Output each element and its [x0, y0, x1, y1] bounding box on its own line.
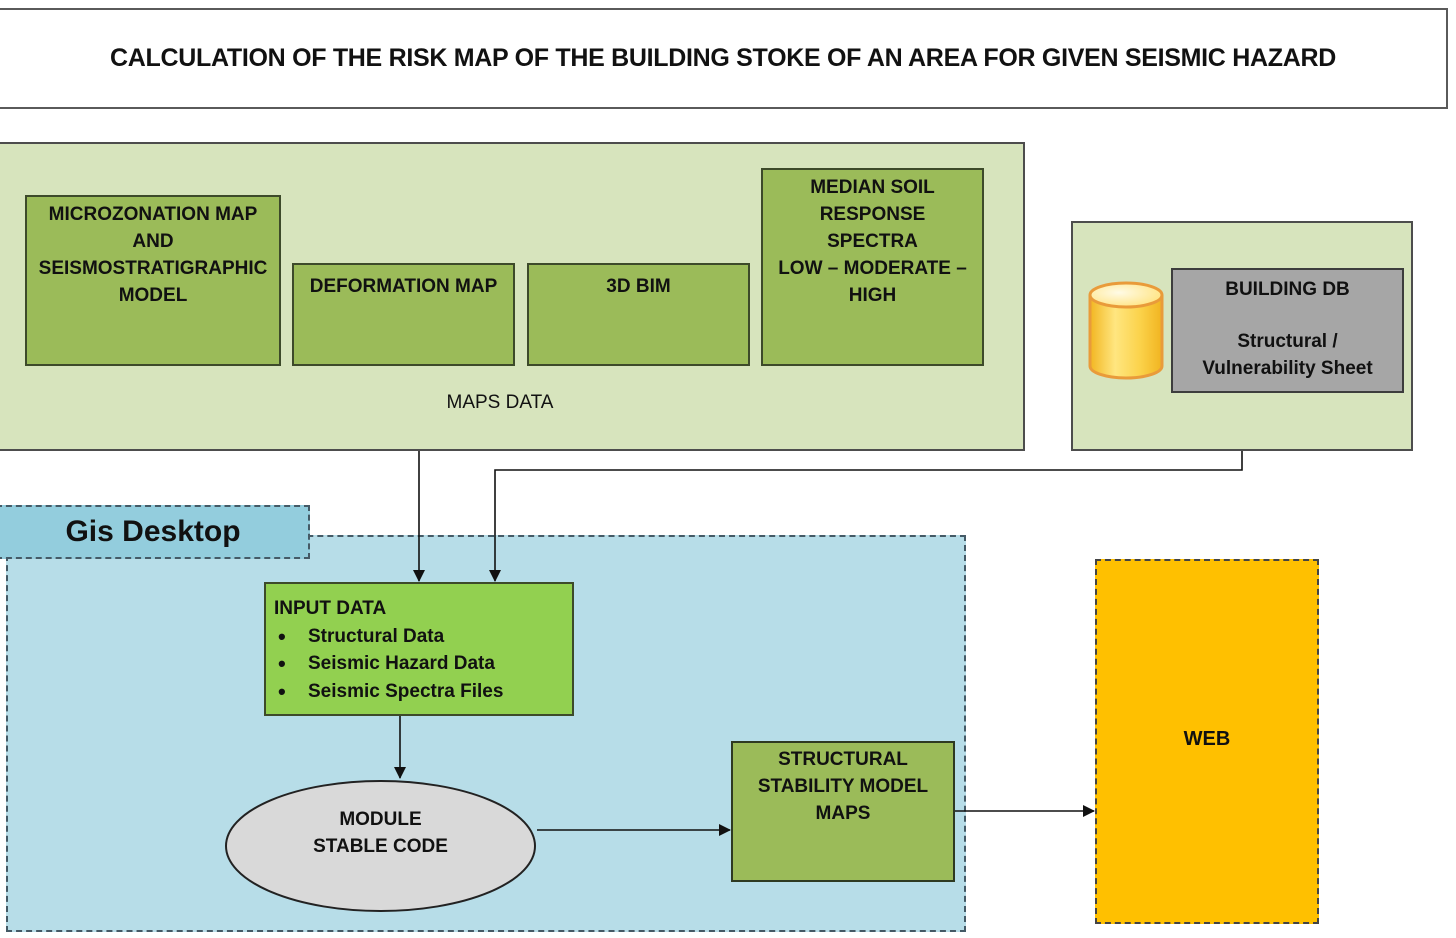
box-line: 3D BIM [606, 276, 671, 297]
stability-line: MAPS [815, 803, 871, 824]
database-cylinder-icon [1088, 281, 1164, 380]
box-line: SEISMOSTRATIGRAPHIC [38, 258, 268, 279]
building-db-title: BUILDING DB [1225, 279, 1350, 300]
box-line: HIGH [848, 285, 897, 306]
web-label: WEB [1183, 728, 1231, 750]
box-line: MODEL [118, 285, 188, 306]
stability-line: STRUCTURAL [778, 749, 908, 770]
maps-data-label: MAPS DATA [446, 392, 554, 413]
diagram-title-box: CALCULATION OF THE RISK MAP OF THE BUILD… [0, 8, 1448, 109]
building-db-subtitle: Structural / Vulnerability Sheet [1173, 328, 1402, 382]
stability-line: STABILITY MODEL [757, 776, 929, 797]
building-db-box: BUILDING DB Structural / Vulnerability S… [1171, 268, 1404, 393]
deformation-map-box: DEFORMATION MAP [292, 263, 515, 366]
module-stable-code-label: MODULE STABLE CODE [224, 806, 537, 860]
module-line: STABLE CODE [313, 836, 448, 857]
module-stable-code-ellipse [225, 780, 536, 912]
box-line: LOW – MODERATE – [778, 258, 967, 279]
input-data-item: Seismic Hazard Data [274, 650, 572, 678]
edge-db-to-input [489, 451, 1243, 582]
building-db-subtitle-line: Vulnerability Sheet [1202, 358, 1373, 379]
median-soil-response-spectra-box: MEDIAN SOIL RESPONSE SPECTRA LOW – MODER… [761, 168, 984, 366]
box-line: MEDIAN SOIL [810, 177, 935, 198]
box-line: DEFORMATION MAP [309, 276, 498, 297]
module-line: MODULE [339, 809, 422, 830]
box-line: AND [132, 231, 174, 252]
box-line: SPECTRA [827, 231, 918, 252]
input-data-list: Structural Data Seismic Hazard Data Seis… [274, 623, 572, 706]
box-line: RESPONSE [819, 204, 926, 225]
input-data-box: INPUT DATA Structural Data Seismic Hazar… [264, 582, 574, 716]
input-data-item: Seismic Spectra Files [274, 678, 572, 706]
building-db-subtitle-line: Structural / [1237, 331, 1338, 352]
microzonation-map-box: MICROZONATION MAP AND SEISMOSTRATIGRAPHI… [25, 195, 281, 366]
box-line: MICROZONATION MAP [48, 204, 258, 225]
gis-desktop-label: Gis Desktop [0, 505, 310, 559]
bim-3d-box: 3D BIM [527, 263, 750, 366]
structural-stability-model-maps-box: STRUCTURAL STABILITY MODEL MAPS [731, 741, 955, 882]
input-data-heading: INPUT DATA [274, 598, 387, 619]
input-data-item: Structural Data [274, 623, 572, 651]
web-box: WEB [1095, 559, 1319, 924]
diagram-title: CALCULATION OF THE RISK MAP OF THE BUILD… [110, 44, 1336, 72]
